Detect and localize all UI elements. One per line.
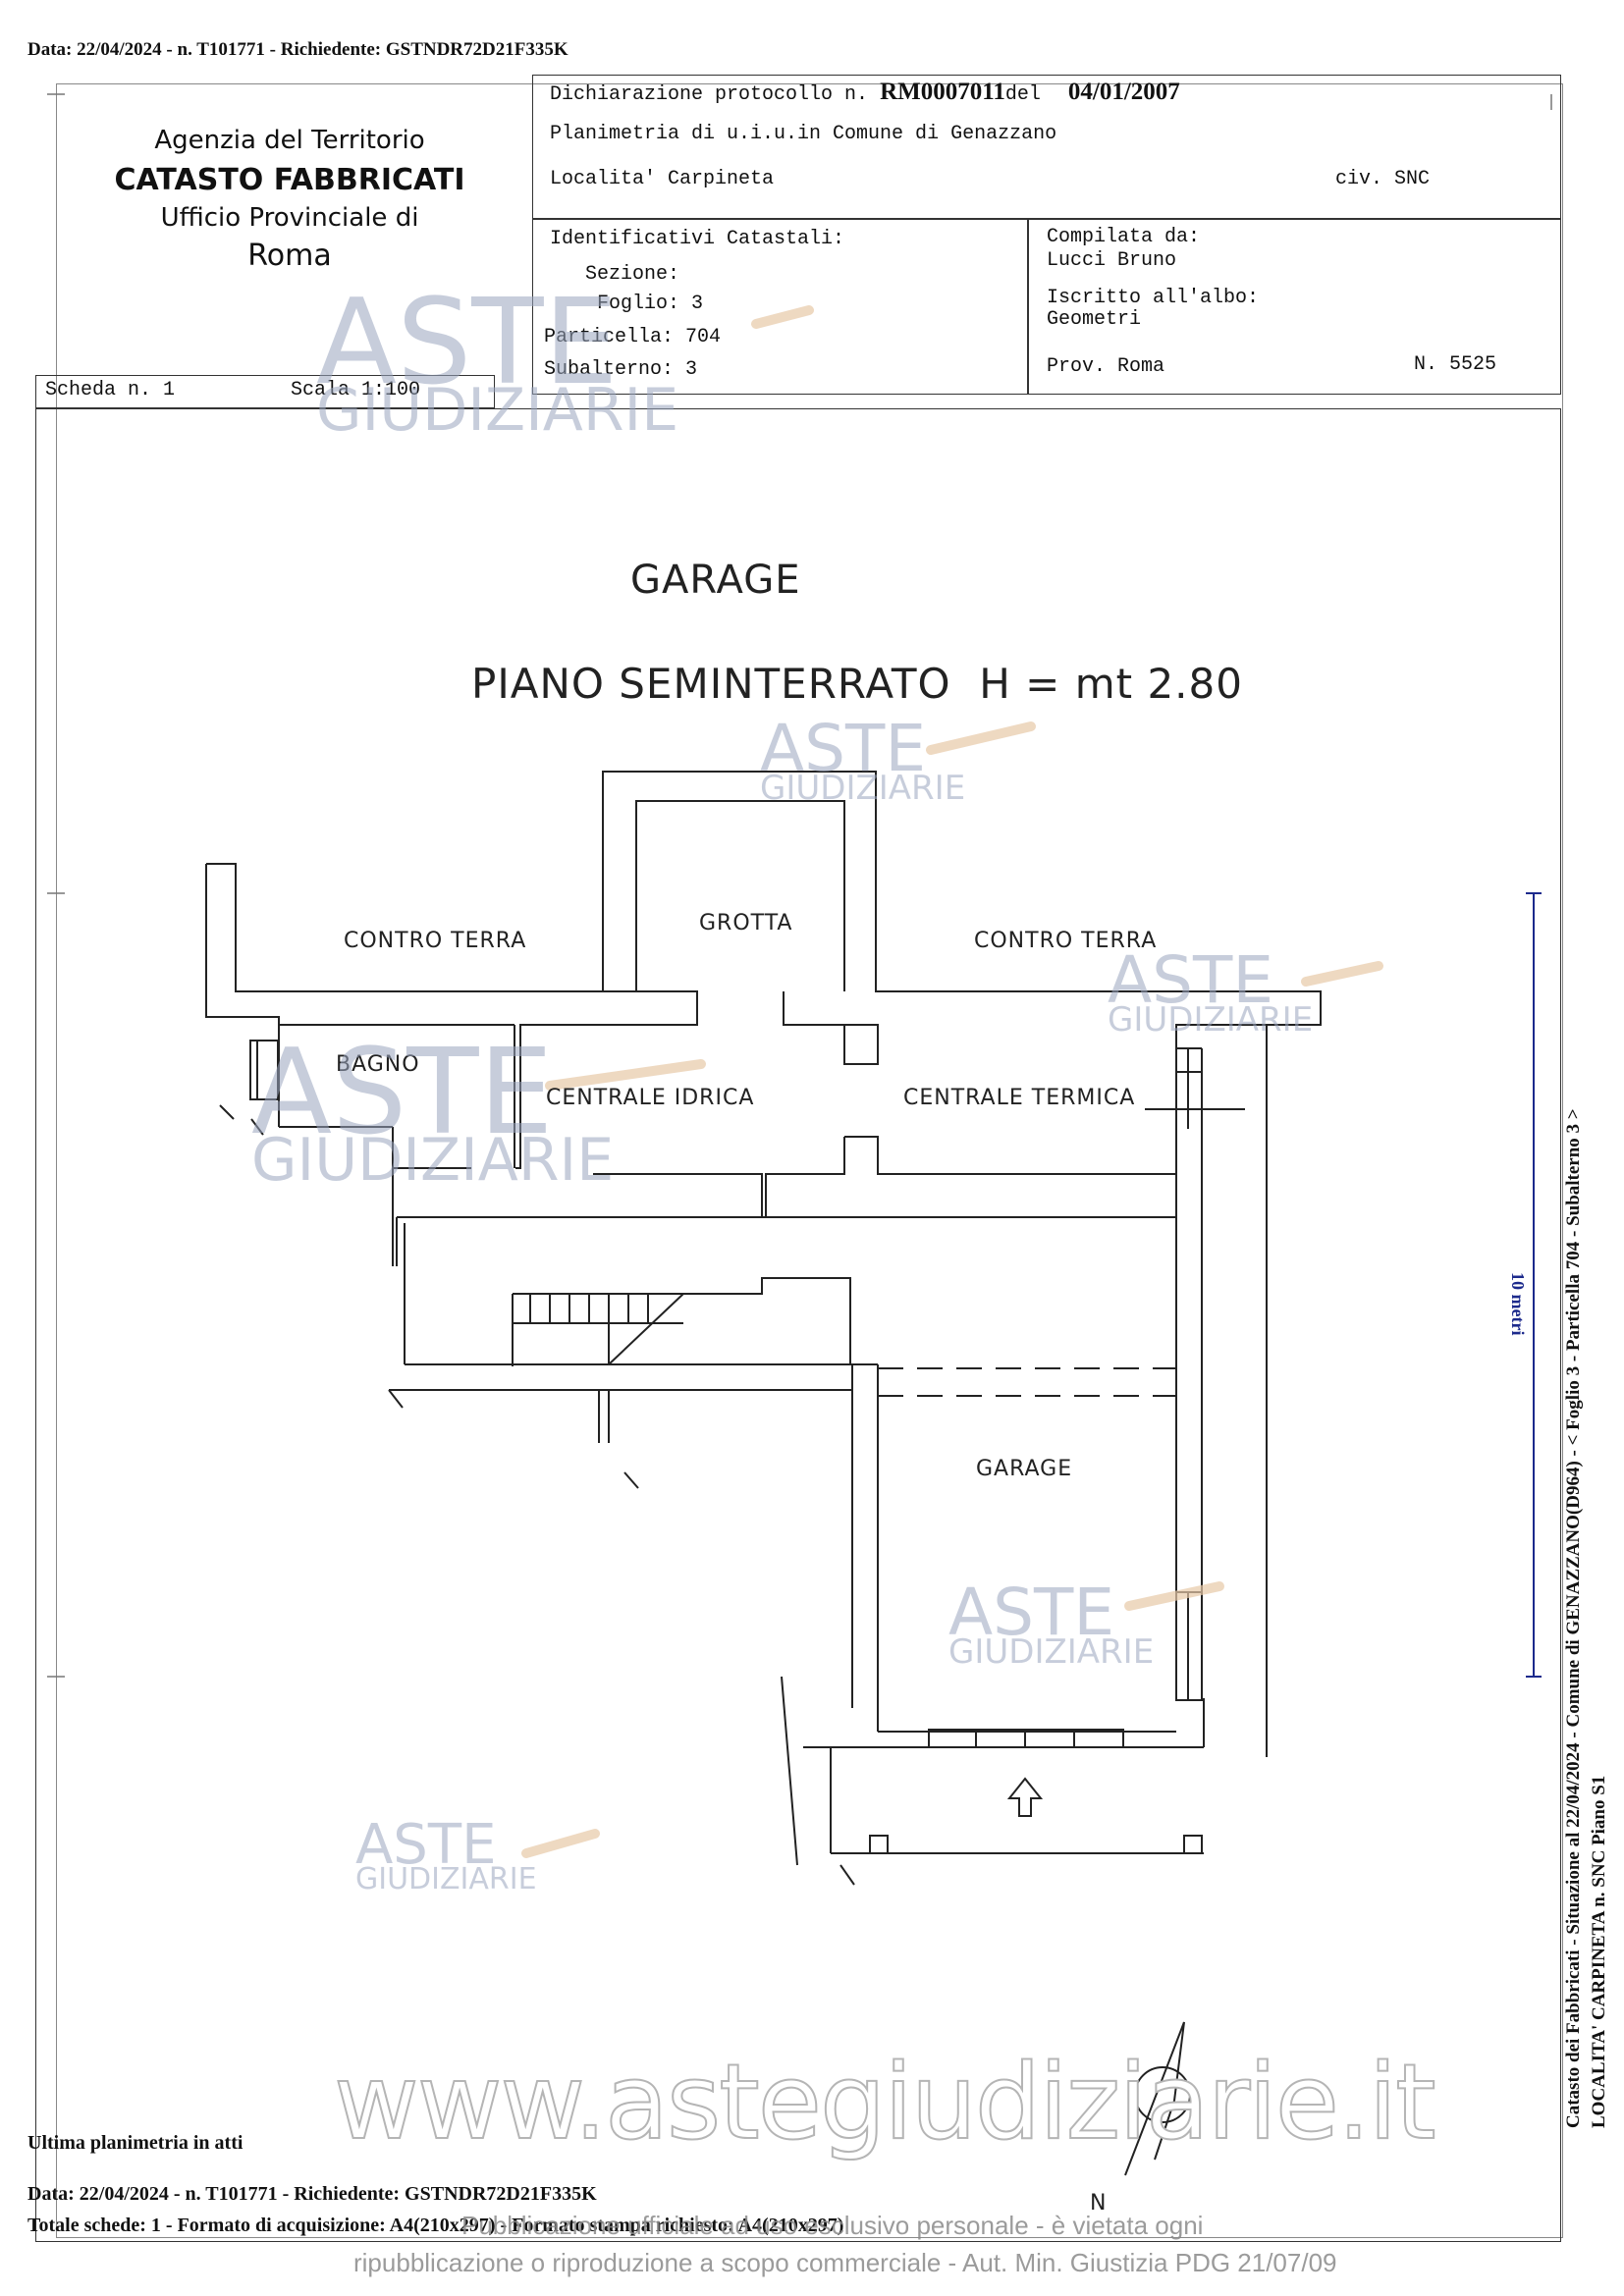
identifiers-box [532, 218, 1029, 395]
watermark-logo: ASTE GIUDIZIARIE [760, 711, 966, 808]
watermark-logo: ASTE GIUDIZIARIE [1108, 942, 1314, 1040]
header-line: Data: 22/04/2024 - n. T101771 - Richiede… [27, 39, 568, 60]
protocol-label: Dichiarazione protocollo n. RM0007011del… [550, 79, 1180, 106]
del-label: del [1004, 83, 1041, 106]
sezione: Sezione: [585, 263, 680, 286]
watermark-notice-2: ripubblicazione o riproduzione a scopo c… [353, 2248, 1337, 2277]
watermark-logo: ASTE GIUDIZIARIE [251, 1025, 615, 1195]
scheda-number: Scheda n. 1 [45, 379, 176, 401]
declaration-box [532, 75, 1561, 220]
civico: civ. SNC [1335, 168, 1431, 190]
agency-name: Agenzia del Territorio [154, 126, 425, 155]
room-centrale-idrica: CENTRALE IDRICA [546, 1086, 755, 1110]
room-centrale-termica: CENTRALE TERMICA [903, 1086, 1136, 1110]
protocol-number: RM0007011 [880, 79, 1005, 105]
room-garage: GARAGE [976, 1457, 1073, 1481]
compiler-name: Lucci Bruno [1047, 249, 1177, 272]
scheda-box [35, 375, 495, 408]
watermark-url: www.astegiudiziarie.it [333, 2041, 1437, 2163]
subalterno: Subalterno: 3 [544, 358, 698, 381]
plan-subtitle: PIANO SEMINTERRATO H = mt 2.80 [471, 660, 1243, 708]
scale-label: Scala 1:100 [291, 379, 421, 401]
room-contro-terra-right: CONTRO TERRA [974, 929, 1158, 953]
ultima-planimetria: Ultima planimetria in atti [27, 2132, 244, 2154]
albo-value: Geometri [1047, 308, 1142, 331]
compiler-label: Compilata da: [1047, 226, 1201, 248]
albo-label: Iscritto all'albo: [1047, 287, 1260, 309]
particella: Particella: 704 [544, 326, 722, 348]
drawing-frame [35, 408, 1561, 2242]
room-bagno: BAGNO [336, 1052, 420, 1077]
side-info-line2: LOCALITA' CARPINETA n. SNC Piano S1 [1589, 1775, 1609, 2128]
ufficio-city: Roma [247, 239, 332, 273]
room-contro-terra-left: CONTRO TERRA [344, 929, 527, 953]
plan-title: GARAGE [630, 558, 801, 603]
declaration-date: 04/01/2007 [1067, 79, 1180, 105]
identifiers-title: Identificativi Catastali: [550, 228, 845, 250]
ufficio-label: Ufficio Provinciale di [160, 203, 419, 233]
side-info-line1: Catasto dei Fabbricati - Situazione al 2… [1563, 1108, 1584, 2128]
footer-totale: Totale schede: 1 - Formato di acquisizio… [27, 2215, 844, 2236]
foglio: Foglio: 3 [597, 293, 704, 315]
agency-block: Agenzia del Territorio CATASTO FABBRICAT… [88, 126, 491, 273]
room-grotta: GROTTA [699, 911, 793, 935]
watermark-logo: ASTE GIUDIZIARIE [316, 275, 679, 445]
planimetria-line: Planimetria di u.i.u.in Comune di Genazz… [550, 123, 1057, 145]
outer-frame [56, 83, 1563, 2238]
footer-data-line: Data: 22/04/2024 - n. T101771 - Richiede… [27, 2183, 597, 2205]
province: Prov. Roma [1047, 355, 1165, 378]
north-label: N [1090, 2191, 1108, 2216]
registration-number: N. 5525 [1414, 353, 1497, 376]
localita-line: Localita' Carpineta [550, 168, 775, 190]
watermark-logo: ASTE GIUDIZIARIE [355, 1813, 537, 1896]
watermark-notice-1: Pubblicazione ufficiale ad uso esclusivo… [461, 2211, 1204, 2240]
side-info: Catasto dei Fabbricati - Situazione al 2… [1561, 970, 1612, 2128]
protocol-label-text: Dichiarazione protocollo n. [550, 83, 869, 106]
scale-bar-label: 10 metri [1508, 1272, 1528, 1336]
watermark-logo: ASTE GIUDIZIARIE [948, 1575, 1155, 1672]
compiler-box [1027, 218, 1561, 395]
catasto-title: CATASTO FABBRICATI [114, 163, 465, 197]
